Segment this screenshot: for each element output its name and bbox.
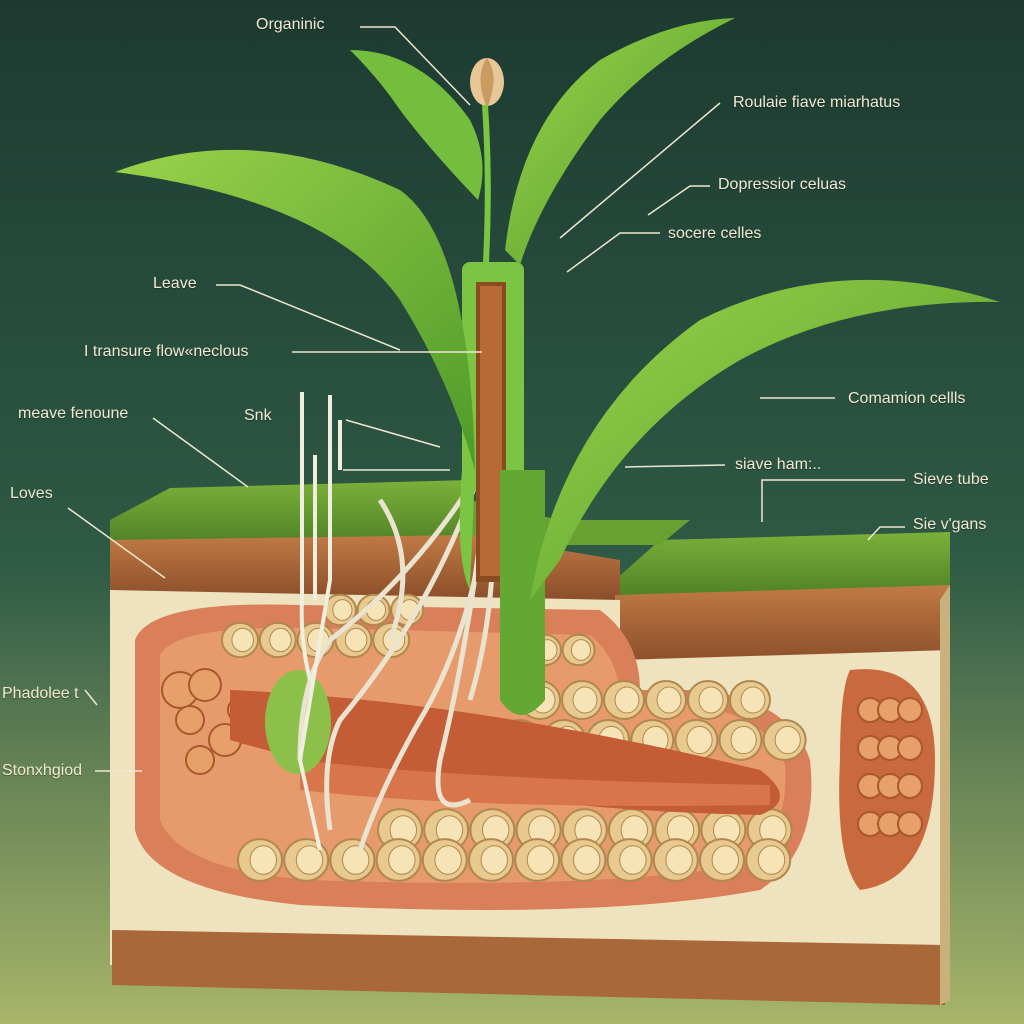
- tube-end-ring: [188, 668, 222, 702]
- sieve-tube-lumen: [526, 845, 555, 875]
- sieve-tube-lumen: [730, 725, 757, 755]
- sieve-tube-lumen: [332, 599, 353, 621]
- stem: [459, 262, 545, 715]
- chamber-ring: [897, 697, 923, 723]
- leaves: [115, 18, 1000, 600]
- label-meave: meave fenoune: [18, 405, 129, 422]
- sieve-tube-lumen: [656, 686, 682, 714]
- sieve-tube-lumen: [269, 627, 292, 653]
- sieve-tube-lumen: [572, 686, 598, 714]
- label-dopressior: Dopressior celuas: [718, 176, 847, 193]
- label-leave: Leave: [153, 275, 197, 292]
- companion-cell: [265, 670, 331, 774]
- sieve-tube-lumen: [740, 686, 766, 714]
- label-sie-vgans: Sie v'gans: [913, 516, 987, 533]
- chamber-ring: [897, 735, 923, 761]
- sieve-tube-lumen: [774, 725, 801, 755]
- sieve-tube-lumen: [344, 627, 368, 653]
- sieve-tube-lumen: [342, 845, 370, 875]
- chamber-ring: [897, 773, 923, 799]
- sieve-tube-lumen: [665, 845, 693, 875]
- tube-end-ring: [175, 705, 205, 735]
- label-loves: Loves: [10, 485, 53, 502]
- sieve-tube-lumen: [249, 845, 277, 875]
- label-siave-ham: siave ham:..: [735, 456, 822, 473]
- label-transure: I transure flow«neclous: [84, 343, 249, 360]
- sieve-tube-lumen: [570, 639, 592, 661]
- sieve-tube-lumen: [388, 845, 416, 875]
- glass-tubes: [297, 392, 342, 851]
- sieve-tube-lumen: [698, 686, 724, 714]
- sieve-tube-bundle: [161, 593, 923, 882]
- leader-lines: [67, 26, 905, 772]
- label-sieve-tube: Sieve tube: [913, 471, 989, 488]
- label-phadolee: Phadolee t: [2, 685, 79, 702]
- label-organinic: Organinic: [256, 16, 325, 33]
- label-snk: Snk: [244, 407, 272, 424]
- sieve-tube-lumen: [295, 845, 324, 875]
- label-comamion: Comamion cellls: [848, 390, 966, 407]
- chamber-ring: [897, 811, 923, 837]
- tube-end-ring: [185, 745, 215, 775]
- sieve-tube-lumen: [573, 845, 601, 875]
- sieve-tube-lumen: [686, 725, 713, 755]
- sieve-tube-lumen: [711, 845, 739, 875]
- label-socere: socere celles: [668, 225, 762, 242]
- sieve-tube-lumen: [480, 845, 508, 875]
- label-roulaie: Roulaie fiave miarhatus: [733, 94, 901, 111]
- sieve-tube-lumen: [231, 627, 254, 653]
- sieve-tube-lumen: [614, 686, 640, 714]
- label-stonxhgiod: Stonxhgiod: [2, 762, 83, 779]
- sieve-tube-lumen: [619, 845, 647, 875]
- sieve-tube-lumen: [757, 845, 786, 875]
- sieve-tube-lumen: [434, 845, 462, 875]
